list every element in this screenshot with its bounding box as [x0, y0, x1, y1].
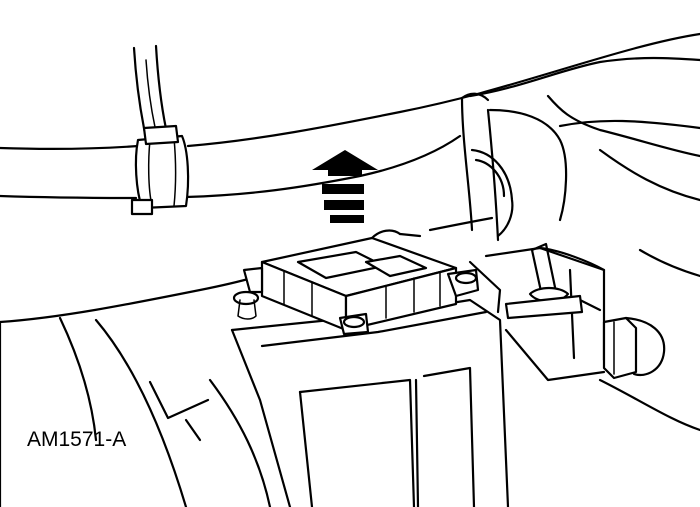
- figure-id-label: AM1571-A: [27, 428, 127, 451]
- mounting-bolt-right: [504, 242, 584, 320]
- console-base: [230, 298, 510, 507]
- up-arrow-icon: [312, 150, 378, 223]
- control-module: [232, 236, 480, 336]
- wiring-harness: [0, 32, 700, 202]
- harness-strap: [132, 44, 170, 140]
- module-wire: [370, 229, 422, 240]
- harness-clip: [130, 124, 190, 216]
- support-bracket: [428, 92, 568, 242]
- floor-panel: [0, 270, 274, 507]
